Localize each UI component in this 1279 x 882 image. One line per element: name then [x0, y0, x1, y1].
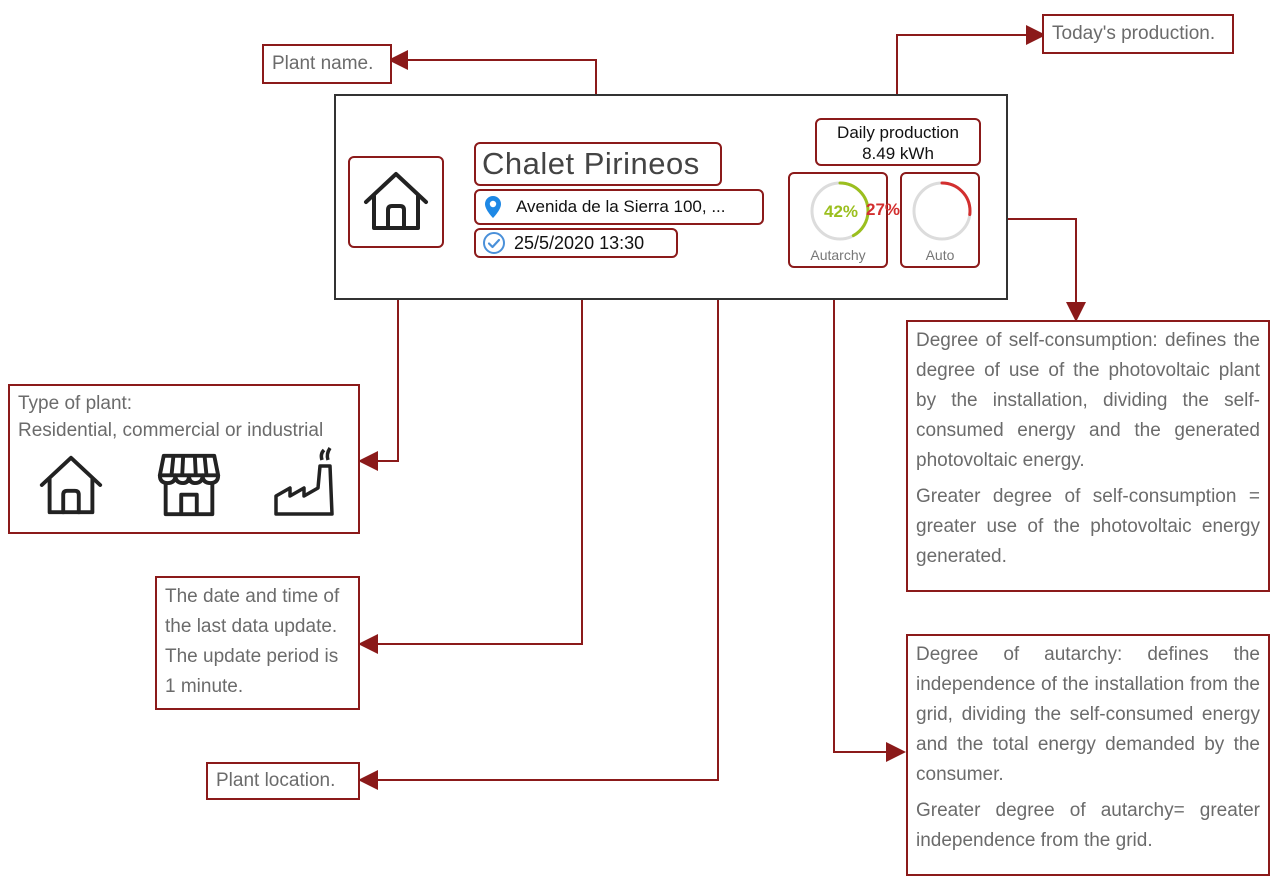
note-plant-type: Type of plant: Residential, commercial o… — [8, 384, 360, 534]
note-last-update-period: The update period is 1 minute. — [165, 646, 339, 697]
plant-location: Avenida de la Sierra 100, ... — [516, 197, 726, 216]
note-self-consumption-definition: Degree of self-consumption: defines the … — [916, 330, 1260, 471]
last-update-highlight: 25/5/2020 13:30 — [474, 228, 678, 258]
house-icon — [364, 172, 428, 230]
note-plant-name-text: Plant name. — [272, 53, 374, 74]
self-consumption-gauge — [912, 181, 972, 241]
note-todays-production-text: Today's production. — [1052, 23, 1216, 44]
note-todays-production: Today's production. — [1042, 14, 1234, 54]
last-update-time: 25/5/2020 13:30 — [514, 232, 645, 253]
note-last-update: The date and time of the last data updat… — [155, 576, 360, 710]
self-consumption-highlight[interactable]: Auto — [900, 172, 980, 268]
note-autarchy-definition: Degree of autarchy: defines the independ… — [916, 644, 1260, 785]
note-last-update-text: The date and time of the last data updat… — [165, 586, 340, 637]
location-highlight[interactable]: Avenida de la Sierra 100, ... — [474, 189, 764, 225]
self-consumption-value: 27% — [866, 200, 901, 219]
self-consumption-label: Auto — [925, 247, 955, 263]
self-consumption-gauge-arc — [912, 181, 972, 241]
autarchy-highlight[interactable]: 42% Autarchy — [788, 172, 888, 268]
daily-production-highlight: Daily production 8.49 kWh — [815, 118, 981, 166]
note-plant-type-title: Type of plant: — [18, 393, 133, 414]
note-autarchy-summary: Greater degree of autarchy= greater inde… — [916, 800, 1260, 851]
autarchy-label: Autarchy — [810, 247, 866, 263]
note-autarchy: Degree of autarchy: defines the independ… — [906, 634, 1270, 876]
autarchy-gauge-arc — [810, 181, 870, 241]
note-plant-name: Plant name. — [262, 44, 392, 84]
map-pin-icon — [485, 196, 501, 218]
connector-autarchy — [833, 268, 906, 762]
plant-name-highlight: Chalet Pirineos — [474, 142, 722, 186]
note-self-consumption: Degree of self-consumption: defines the … — [906, 320, 1270, 592]
autarchy-gauge — [810, 181, 870, 241]
shop-icon — [157, 453, 221, 517]
note-plant-type-subtitle: Residential, commercial or industrial — [18, 420, 324, 441]
factory-icon — [274, 447, 334, 516]
plant-type-highlight — [348, 156, 444, 248]
note-self-consumption-summary: Greater degree of self-consumption = gre… — [916, 486, 1260, 567]
note-location: Plant location. — [206, 762, 360, 800]
connector-location — [358, 225, 719, 790]
house-icon — [39, 455, 103, 515]
autarchy-value: 42% — [824, 202, 859, 221]
connector-last-update — [358, 258, 583, 654]
check-circle-icon — [483, 232, 505, 254]
note-location-text: Plant location. — [216, 770, 336, 791]
plant-name: Chalet Pirineos — [482, 146, 700, 181]
daily-production-label: Daily production — [837, 123, 959, 142]
daily-production-value: 8.49 kWh — [862, 144, 934, 163]
